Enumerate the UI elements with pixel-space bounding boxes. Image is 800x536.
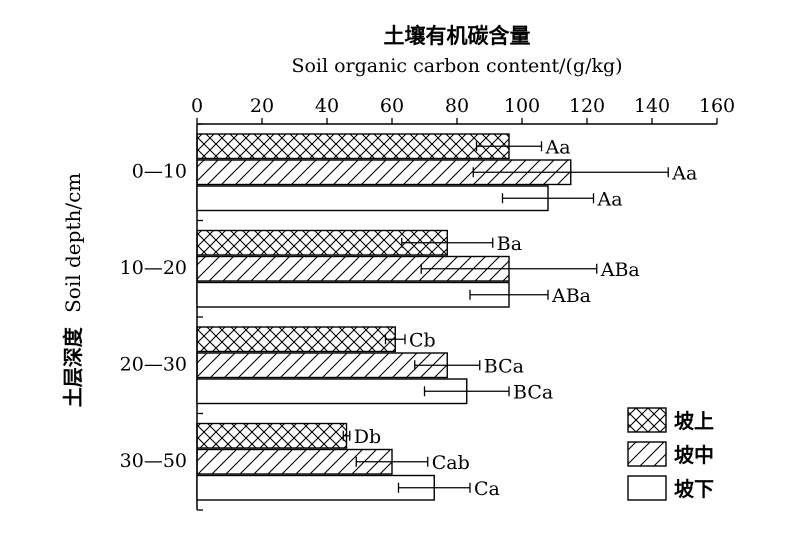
x-tick-label: 40 — [315, 95, 339, 117]
x-tick-label: 120 — [569, 95, 605, 117]
data-label: ABa — [551, 285, 591, 307]
legend-swatch — [627, 475, 667, 501]
legend-swatch — [627, 407, 667, 433]
bar — [196, 281, 510, 308]
x-tick-label: 60 — [380, 95, 404, 117]
x-tick-label: 20 — [250, 95, 274, 117]
data-label: ABa — [600, 259, 640, 281]
y-tick-label: 10—20 — [120, 257, 187, 279]
data-label: Aa — [597, 188, 623, 210]
data-label: BCa — [513, 381, 553, 403]
data-label: Ca — [474, 478, 500, 500]
x-tick-label: 100 — [504, 95, 540, 117]
legend-label: 坡中 — [674, 443, 714, 467]
x-tick-label: 160 — [699, 95, 735, 117]
legend-label: 坡上 — [674, 409, 714, 433]
legend-swatch — [627, 441, 667, 467]
y-axis-label: 土层深度 Soil depth/cm — [61, 173, 85, 408]
bar — [196, 474, 435, 501]
data-label: Cb — [409, 329, 436, 351]
y-axis: 0—10 10—20 20—30 30—50 — [120, 123, 203, 511]
data-label: Aa — [671, 162, 697, 184]
y-axis-label-cn: 土层深度 — [61, 326, 85, 407]
x-tick-label: 0 — [191, 95, 203, 117]
y-tick-label: 30—50 — [120, 450, 187, 472]
bar — [196, 422, 348, 449]
data-label: Ba — [497, 233, 522, 255]
x-axis: 0 20 40 60 80 100 120 140 160 — [191, 95, 735, 125]
bar — [196, 185, 549, 212]
bar — [196, 378, 468, 405]
y-axis-label-en: Soil depth/cm — [61, 173, 85, 313]
data-label: Db — [354, 426, 381, 448]
data-label: BCa — [484, 355, 524, 377]
chart-subtitle: Soil organic carbon content/(g/kg) — [291, 55, 622, 77]
bar — [196, 326, 396, 353]
x-tick-label: 140 — [634, 95, 670, 117]
bar — [196, 352, 448, 379]
data-label: Aa — [545, 136, 571, 158]
data-label: Cab — [432, 452, 470, 474]
svg-text:土层深度 Soil depth/cm: 土层深度 Soil depth/cm — [61, 173, 85, 408]
y-tick-label: 0—10 — [132, 160, 187, 182]
chart-title: 土壤有机碳含量 — [384, 23, 531, 48]
y-tick-label: 20—30 — [120, 353, 187, 375]
bar — [196, 229, 448, 256]
x-tick-label: 80 — [445, 95, 469, 117]
legend-label: 坡下 — [674, 477, 714, 501]
bar — [196, 133, 510, 160]
